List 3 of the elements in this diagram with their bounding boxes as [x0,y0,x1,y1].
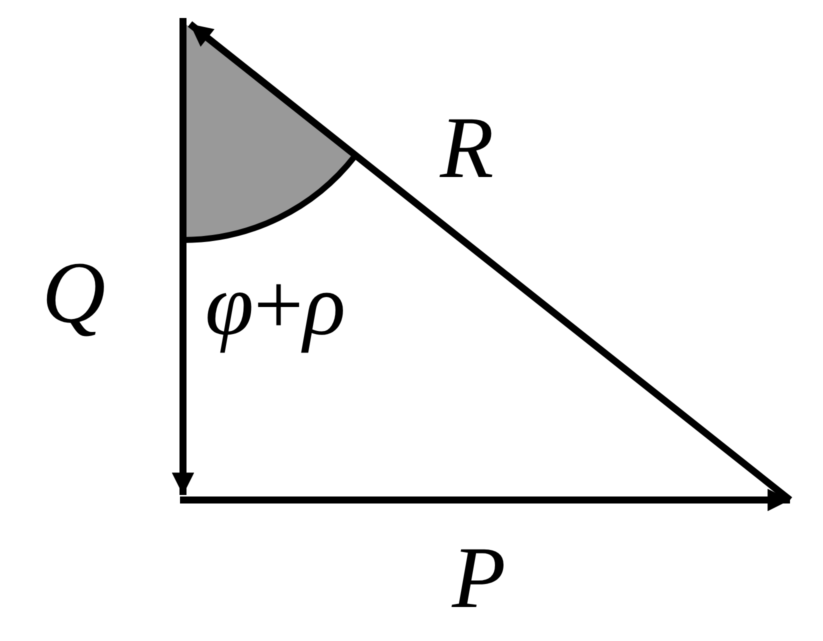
force-label: Q [42,250,106,338]
force-label: R [440,105,494,193]
force-label: P [452,535,506,623]
